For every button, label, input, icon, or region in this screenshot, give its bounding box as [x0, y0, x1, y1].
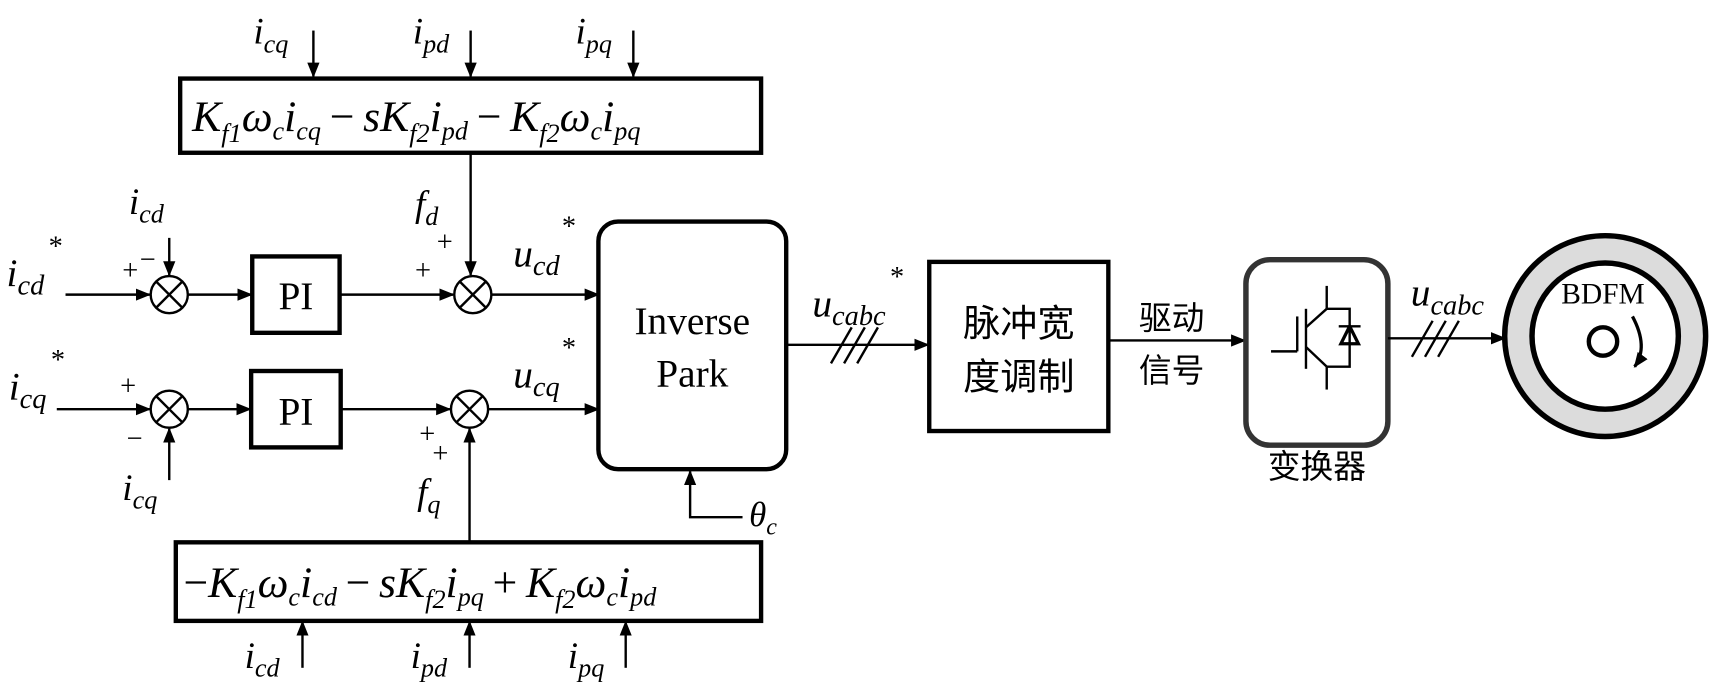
label-f-d: fd — [415, 184, 439, 231]
svg-text:脉冲宽: 脉冲宽 — [963, 302, 1074, 345]
rotation-arrow-icon — [1631, 315, 1648, 368]
bottom-input-i-cd: icd — [245, 620, 309, 683]
svg-text:ipd: ipd — [411, 636, 448, 683]
diode-icon — [1338, 322, 1362, 346]
pi-controller-q: PI — [248, 368, 343, 450]
label-i-cd-feedback: icd — [129, 182, 165, 229]
sign-d-ff: + — [437, 227, 453, 258]
summing-junction-q2 — [449, 389, 490, 429]
bdfm-motor: BDFM — [1501, 232, 1709, 440]
label-i-cq-ref: icq* — [9, 345, 65, 415]
svg-text:ipd: ipd — [413, 12, 450, 59]
label-i-cd-ref: icd* — [7, 231, 63, 301]
label-u-cd-ref: ucd* — [513, 212, 576, 282]
svg-text:度调制: 度调制 — [963, 356, 1074, 399]
bottom-feedforward-block: −Kf1ωcicd−sKf2ipq+Kf2ωcipd — [173, 540, 764, 624]
top-feedforward-expression: Kf1ωcicq−sKf2ipd−Kf2ωcipq — [191, 93, 640, 148]
sign-q-fb: − — [127, 423, 143, 454]
label-u-cabc: ucabc — [1411, 272, 1485, 322]
bottom-feedforward-expression: −Kf1ωcicd−sKf2ipq+Kf2ωcipd — [183, 559, 657, 614]
sign-d-pi: + — [415, 255, 431, 286]
summing-junction-d1 — [149, 274, 190, 315]
sign-d-fb: − — [140, 244, 156, 275]
svg-text:Park: Park — [656, 352, 728, 395]
three-phase-ticks-1 — [829, 326, 879, 364]
label-f-q: fq — [417, 472, 440, 519]
summing-junction-d2 — [453, 274, 493, 315]
converter-block: 变换器 — [1243, 256, 1391, 486]
svg-text:ipq: ipq — [575, 12, 612, 59]
label-u-cq-ref: ucq* — [513, 333, 576, 403]
label-u-cabc-ref: ucabc* — [812, 262, 904, 332]
sign-q-ff: + — [432, 439, 448, 470]
label-theta-c: θc — [749, 495, 777, 541]
rotor-shaft-icon — [1586, 325, 1620, 358]
sign-q-ref: + — [120, 371, 136, 402]
svg-text:PI: PI — [278, 275, 313, 318]
bottom-input-i-pd: ipd — [411, 620, 476, 683]
arrow-theta-c — [684, 469, 743, 519]
top-feedforward-block: Kf1ωcicq−sKf2ipd−Kf2ωcipq — [177, 76, 764, 155]
top-input-i-cq: icq — [253, 12, 320, 78]
label-drive-signal-2: 信号 — [1139, 352, 1205, 390]
bottom-input-i-pq: ipq — [568, 620, 632, 683]
label-converter: 变换器 — [1268, 448, 1366, 486]
top-input-i-pd: ipd — [413, 12, 477, 78]
sign-d-ref: + — [122, 255, 138, 286]
pi-controller-d: PI — [250, 254, 342, 335]
top-input-i-pq: ipq — [575, 12, 640, 78]
svg-text:icd: icd — [245, 636, 281, 683]
pwm-block: 脉冲宽 度调制 — [927, 259, 1111, 434]
svg-text:Inverse: Inverse — [634, 300, 750, 343]
summing-junction-q1 — [149, 389, 190, 429]
svg-text:ipq: ipq — [568, 636, 605, 683]
three-phase-ticks-2 — [1410, 320, 1460, 358]
sign-q-pi: + — [419, 419, 435, 450]
label-i-cq-feedback: icq — [122, 468, 157, 515]
inverse-park-block: Inverse Park — [596, 219, 789, 472]
label-drive-signal-1: 驱动 — [1139, 300, 1205, 338]
label-bdfm: BDFM — [1561, 278, 1645, 310]
svg-text:icq: icq — [253, 12, 288, 59]
svg-text:PI: PI — [278, 390, 313, 433]
igbt-icon — [1271, 285, 1351, 390]
